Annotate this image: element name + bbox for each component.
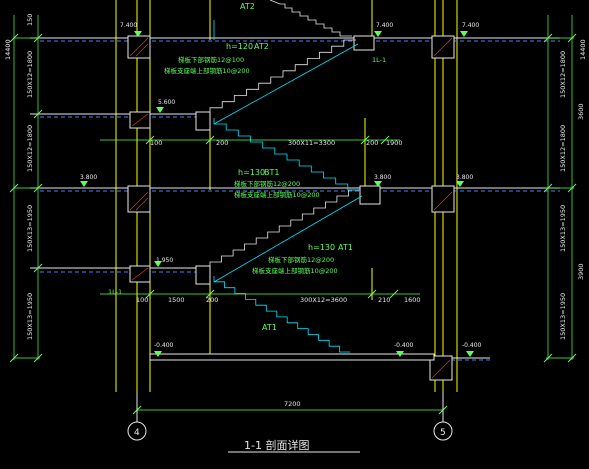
level-mid-left: 3.800 bbox=[80, 174, 97, 181]
axis-bubbles bbox=[127, 392, 453, 441]
bt1-rebar-top: 梯板支座端上部钢筋10@200 bbox=[234, 190, 320, 199]
dim-d200-upper-right: 200 bbox=[366, 139, 378, 147]
at1-name: AT1 bbox=[338, 243, 353, 252]
section-mark-upper: 1L-1 bbox=[372, 56, 386, 64]
dim-d200-upper: 200 bbox=[216, 139, 228, 147]
at2-rebar-bottom: 梯板下部钢筋12@100 bbox=[178, 55, 244, 64]
vdim-right-h1: 3600 bbox=[577, 103, 585, 120]
vdim-right-seg2: 150X12=1800 bbox=[559, 125, 567, 172]
level-ground-mid: -0.400 bbox=[394, 342, 414, 349]
vdim-left-top: 150 bbox=[26, 14, 34, 26]
at2-thickness: h=120 bbox=[226, 42, 253, 51]
dashed-lines bbox=[40, 40, 560, 361]
dimension-ticks bbox=[9, 33, 577, 415]
axis-4: 4 bbox=[134, 428, 140, 438]
drawing-title: 1-1 剖面详图 bbox=[244, 438, 309, 452]
at2-top-label: AT2 bbox=[240, 2, 255, 11]
dim-overall-span: 7200 bbox=[284, 400, 301, 408]
vdim-left-seg1: 150X12=1800 bbox=[26, 51, 34, 98]
axis-5: 5 bbox=[440, 428, 446, 438]
dim-d210: 210 bbox=[378, 296, 390, 304]
dim-d100-lower: 100 bbox=[136, 296, 148, 304]
bt1-thickness: h=130 bbox=[238, 168, 265, 177]
stair-flights bbox=[209, 0, 360, 268]
level-top-left: 7.400 bbox=[120, 22, 137, 29]
dim-d1900: 1900 bbox=[386, 139, 403, 147]
vdim-right-total: 14400 bbox=[579, 39, 587, 60]
dim-d200-lower: 200 bbox=[206, 296, 218, 304]
level-top-right: 7.400 bbox=[462, 22, 479, 29]
beam-hatch bbox=[129, 37, 453, 379]
dim-d1500: 1500 bbox=[168, 296, 185, 304]
level-ground-left: -0.400 bbox=[154, 342, 174, 349]
dim-upper-run: 300X11=3300 bbox=[288, 139, 335, 147]
vdim-left-total: 14400 bbox=[4, 39, 12, 60]
dim-d100-upper: 100 bbox=[150, 139, 162, 147]
level-ground-right: -0.400 bbox=[462, 342, 482, 349]
vdim-left-seg3: 150X13=1950 bbox=[26, 205, 34, 252]
vdim-left-seg4: 150X13=1950 bbox=[26, 293, 34, 340]
flight-soffits bbox=[213, 20, 363, 353]
section-mark-lower: 1L-1 bbox=[108, 288, 122, 296]
level-top-mid: 7.400 bbox=[376, 22, 393, 29]
dim-lower-run: 300X12=3600 bbox=[300, 296, 347, 304]
at1-rebar-top: 梯板支座端上部钢筋10@200 bbox=[252, 266, 338, 275]
at2-name: AT2 bbox=[254, 42, 269, 51]
labels: 7.400 7.400 7.400 5.600 3.800 3.800 3.80… bbox=[80, 2, 482, 452]
bt1-name: BT1 bbox=[264, 168, 279, 177]
dim-d1600: 1600 bbox=[404, 296, 421, 304]
beams bbox=[127, 35, 455, 381]
level-landing-upper: 5.600 bbox=[158, 99, 175, 106]
at2-rebar-top: 梯板支座端上部钢筋10@200 bbox=[164, 66, 250, 75]
level-markers bbox=[80, 31, 474, 357]
at1-lower-label: AT1 bbox=[262, 323, 277, 332]
bt1-rebar-bottom: 梯板下部钢筋12@200 bbox=[234, 179, 300, 188]
at1-thickness: h=130 bbox=[308, 243, 335, 252]
vdim-right-seg4: 150X13=1950 bbox=[559, 293, 567, 340]
level-landing-lower: 1.950 bbox=[156, 257, 173, 264]
level-mid-right: 3.800 bbox=[456, 174, 473, 181]
vdim-left-seg2: 150X12=1800 bbox=[26, 125, 34, 172]
vertical-dim-labels: 14400 150 150X12=1800 150X12=1800 150X13… bbox=[4, 14, 587, 340]
at1-rebar-bottom: 梯板下部钢筋12@200 bbox=[268, 255, 334, 264]
vdim-right-seg3: 150X13=1950 bbox=[559, 205, 567, 252]
vdim-right-h2: 3900 bbox=[577, 263, 585, 280]
vdim-right-seg1: 150X12=1800 bbox=[559, 51, 567, 98]
dimension-lines bbox=[13, 15, 574, 411]
level-mid-mid: 3.800 bbox=[374, 174, 391, 181]
